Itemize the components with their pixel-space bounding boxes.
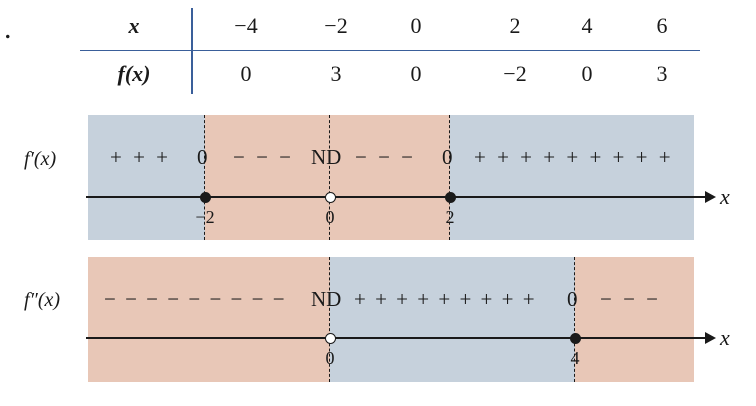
x-tick-label: 4 — [570, 348, 580, 368]
x-tick-label: 2 — [445, 207, 455, 227]
closed-point-marker — [445, 192, 456, 203]
table-cell-x: 0 — [410, 13, 422, 38]
table-cell-fx: 0 — [240, 61, 252, 86]
x-tick-label: −2 — [195, 207, 215, 227]
table-cell-x: −4 — [234, 13, 258, 38]
value-table: x f(x) −4 −2 0 2 4 6 0 3 0 −2 0 3 — [80, 0, 700, 100]
x-axis-line — [86, 196, 706, 198]
closed-point-marker — [200, 192, 211, 203]
closed-point-marker — [570, 333, 581, 344]
table-cell-fx: 3 — [656, 61, 668, 86]
critical-point-guide — [329, 115, 330, 240]
sign-text: 0 — [567, 287, 581, 311]
table-vertical-divider — [191, 8, 193, 94]
x-axis-arrow-icon — [705, 332, 716, 344]
negative-interval-band — [88, 257, 330, 382]
sign-text: + + + + + + + + + — [474, 145, 674, 169]
sign-text: + + + + + + + + + — [354, 287, 537, 311]
table-cell-x: 4 — [581, 13, 593, 38]
sign-text: 0 — [442, 145, 456, 169]
negative-interval-band — [205, 115, 450, 240]
open-point-marker — [325, 192, 336, 203]
positive-interval-band — [88, 115, 205, 240]
positive-interval-band — [330, 257, 575, 382]
x-axis-label: x — [720, 325, 730, 350]
table-cell-fx: 3 — [330, 61, 342, 86]
positive-interval-band — [450, 115, 694, 240]
x-axis-label: x — [720, 184, 730, 209]
sign-text: ND — [311, 145, 342, 169]
critical-point-guide — [449, 115, 450, 240]
negative-interval-band — [575, 257, 694, 382]
first-derivative-sign-chart: + + + 0 − − − ND − − − 0 + + + + + + + +… — [86, 115, 730, 240]
second-derivative-sign-chart: − − − − − − − − − ND + + + + + + + + + 0… — [86, 257, 730, 382]
table-cell-x: 6 — [656, 13, 668, 38]
first-derivative-label: f′(x) — [24, 148, 57, 170]
table-horizontal-divider — [80, 50, 700, 51]
sign-text: − − − − − − − − − — [104, 287, 287, 311]
table-cell-fx: 0 — [581, 61, 593, 86]
sign-text: − − − — [355, 145, 417, 169]
sign-text: − − − — [600, 287, 662, 311]
second-derivative-label: f″(x) — [24, 289, 61, 311]
table-cell-x: −2 — [324, 13, 348, 38]
table-cell-fx: 0 — [410, 61, 422, 86]
x-axis-line — [86, 337, 706, 339]
table-cell-x: 2 — [509, 13, 521, 38]
x-tick-label: 0 — [325, 207, 335, 227]
sign-text: + + + — [110, 145, 172, 169]
list-bullet: . — [4, 12, 12, 45]
open-point-marker — [325, 333, 336, 344]
critical-point-guide — [204, 115, 205, 240]
inflection-point-guide — [574, 257, 575, 382]
sign-text: ND — [311, 287, 342, 311]
sign-text: − − − — [233, 145, 295, 169]
sign-text: 0 — [197, 145, 211, 169]
inflection-point-guide — [329, 257, 330, 382]
table-header-fx: f(x) — [117, 61, 151, 86]
table-cell-fx: −2 — [503, 61, 527, 86]
x-axis-arrow-icon — [705, 191, 716, 203]
x-tick-label: 0 — [325, 348, 335, 368]
table-header-x: x — [128, 13, 140, 38]
